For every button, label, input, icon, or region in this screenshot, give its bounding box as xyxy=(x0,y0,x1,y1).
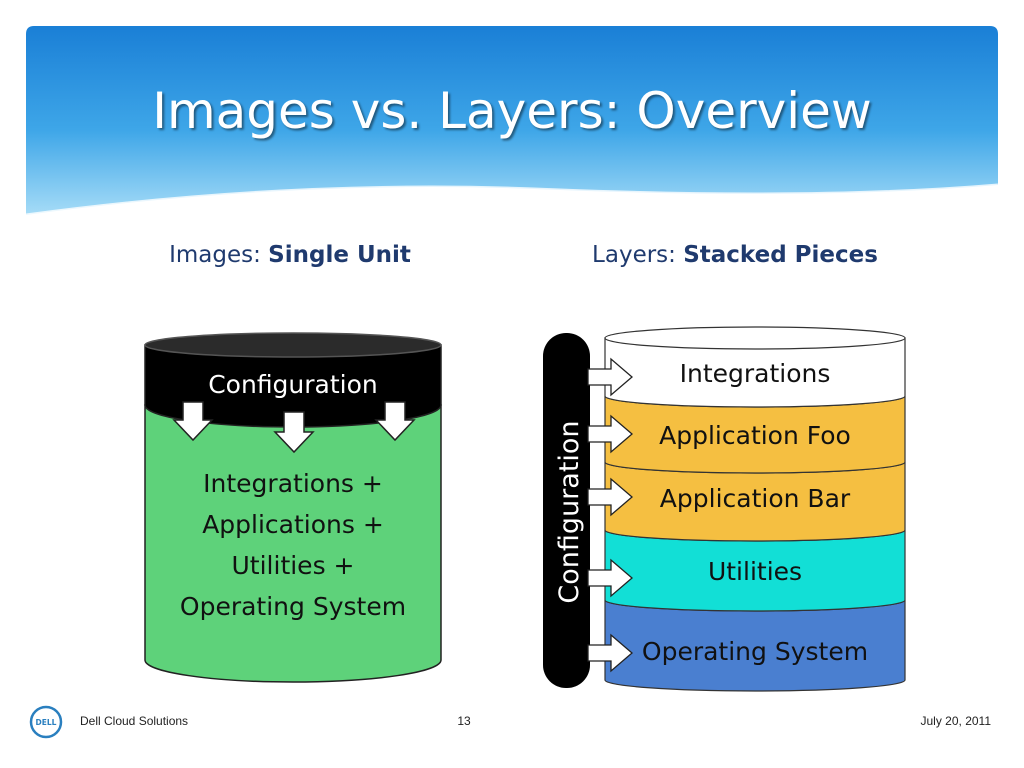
layer-arrows xyxy=(587,357,633,673)
layer-label: Utilities xyxy=(708,557,802,586)
config-pillar: Configuration xyxy=(543,333,590,688)
image-cylinder-lid xyxy=(144,332,442,358)
dell-logo: DELL xyxy=(29,705,63,739)
footer-page-number: 13 xyxy=(457,714,471,728)
left-heading: Images: Single Unit xyxy=(169,242,411,268)
right-arrow-icon xyxy=(587,633,633,673)
right-heading: Layers: Stacked Pieces xyxy=(592,242,878,268)
image-body-line: Utilities + xyxy=(232,551,355,580)
layer-integrations xyxy=(604,337,906,408)
layer-label: Application Foo xyxy=(659,421,851,450)
image-cylinder-body xyxy=(144,404,442,683)
right-arrow-icon xyxy=(587,477,633,517)
down-arrow-icon xyxy=(374,401,416,442)
footer: DELL Dell Cloud Solutions 13 July 20, 20… xyxy=(29,705,992,739)
layer-label: Integrations xyxy=(680,359,831,388)
layer-stack-lid xyxy=(604,326,906,350)
right-heading-prefix: Layers: xyxy=(592,242,683,268)
footer-company: Dell Cloud Solutions xyxy=(80,714,188,728)
down-arrow-icon xyxy=(172,401,214,442)
slide-title: Images vs. Layers: Overview xyxy=(152,82,872,140)
down-arrow-icon xyxy=(273,411,315,454)
right-arrow-icon xyxy=(587,357,633,397)
image-body-line: Applications + xyxy=(202,510,384,539)
image-config-label: Configuration xyxy=(208,370,378,399)
left-heading-emphasis: Single Unit xyxy=(268,242,411,268)
config-pillar-label: Configuration xyxy=(554,420,585,603)
config-pillar-body xyxy=(543,333,590,688)
image-cylinder: Configuration Integrations + Application… xyxy=(144,332,442,683)
right-heading-emphasis: Stacked Pieces xyxy=(683,242,878,268)
image-body-line: Operating System xyxy=(180,592,406,621)
image-body-line: Integrations + xyxy=(203,469,383,498)
layer-label: Application Bar xyxy=(660,484,851,513)
left-heading-prefix: Images: xyxy=(169,242,268,268)
right-arrow-icon xyxy=(587,558,633,598)
layer-label: Operating System xyxy=(642,637,868,666)
dell-logo-text: DELL xyxy=(36,718,57,727)
footer-date: July 20, 2011 xyxy=(921,714,992,728)
header-banner: Images vs. Layers: Overview xyxy=(25,26,999,217)
layer-stack: Integrations Application Foo Application… xyxy=(604,326,906,692)
right-arrow-icon xyxy=(587,414,633,454)
